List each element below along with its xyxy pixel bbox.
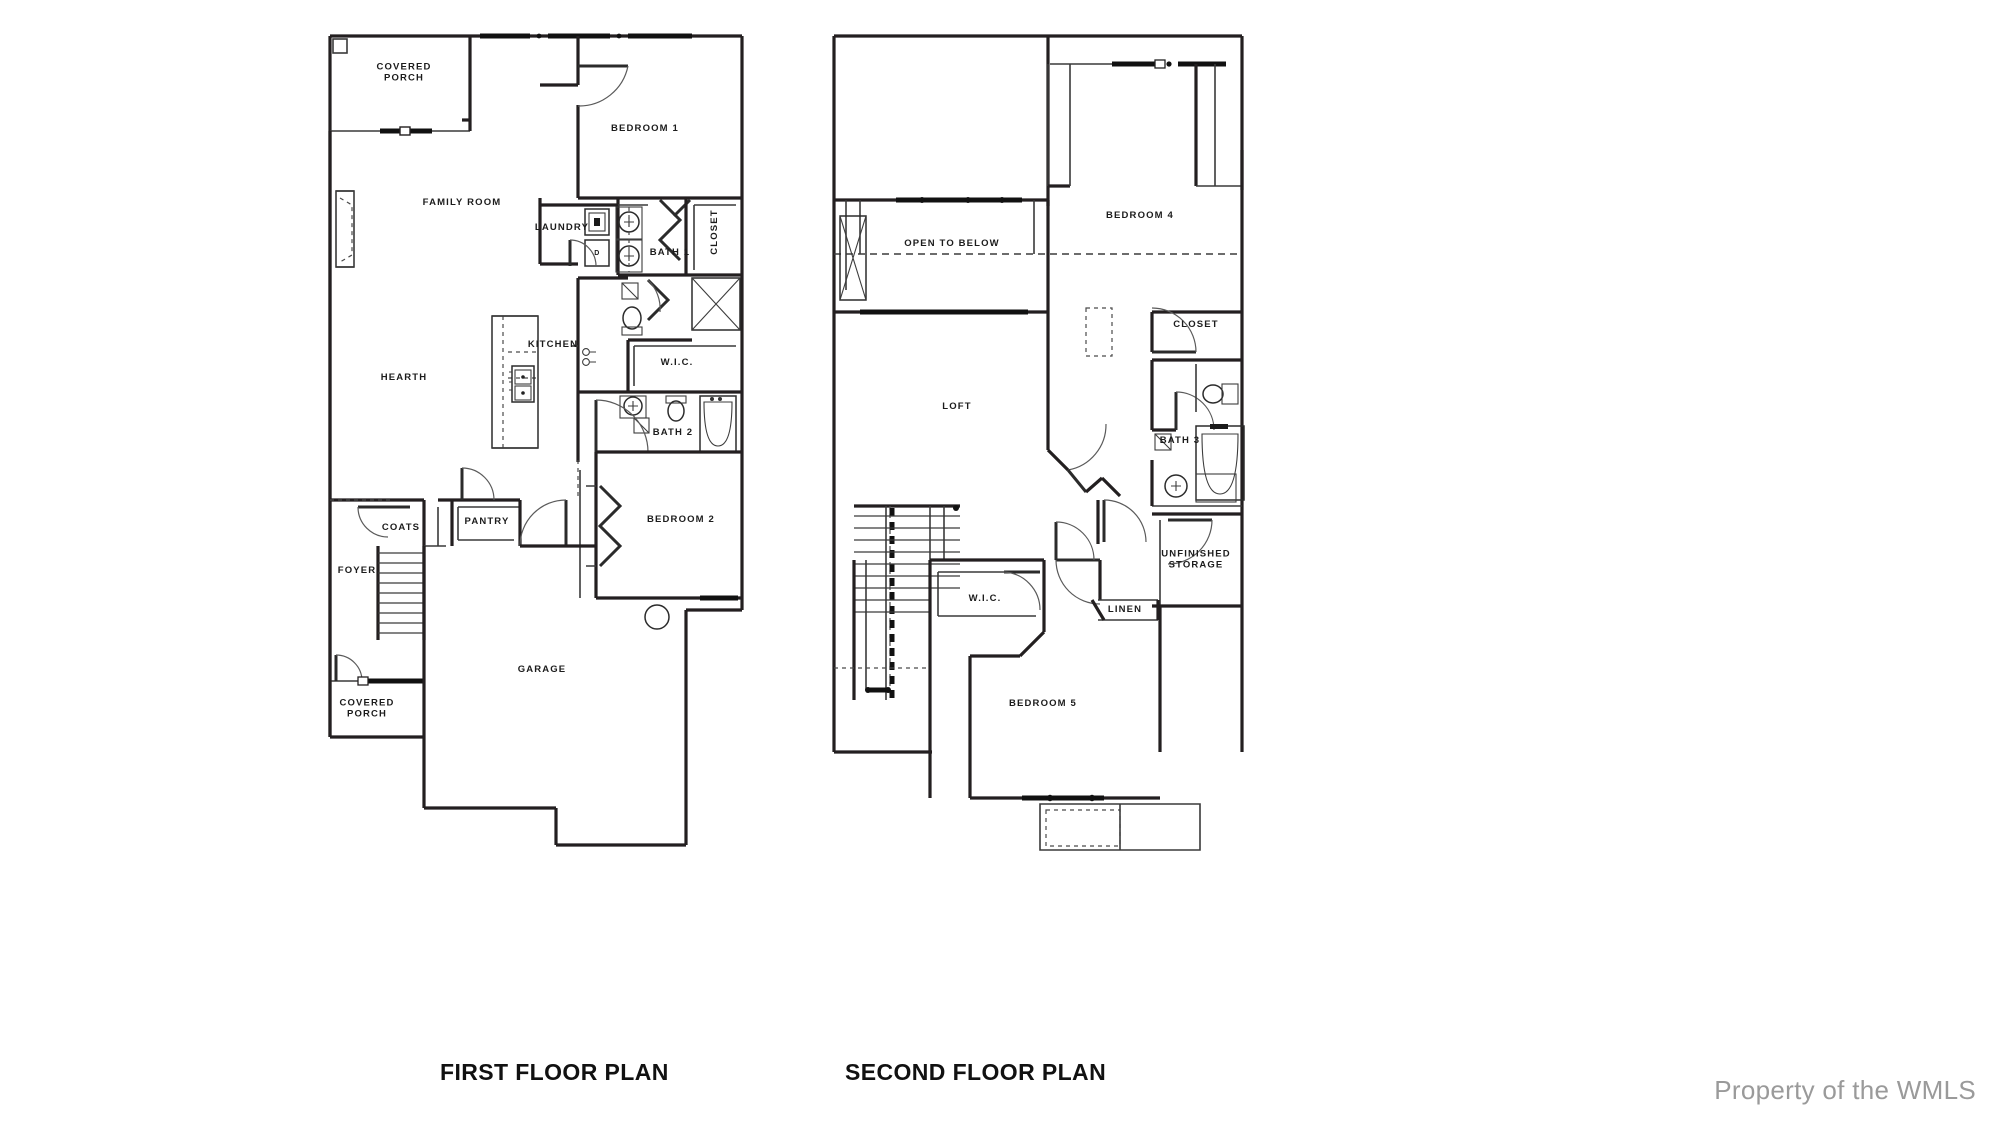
wmls-watermark: Property of the WMLS (1714, 1075, 1976, 1105)
ff-bedroom-2 (579, 452, 742, 601)
sf-wic-5 (928, 521, 1095, 798)
sf-stairs (834, 504, 960, 700)
sf-open-to-below (834, 197, 1048, 315)
ff-bath-1 (615, 198, 742, 277)
room-label-hearth: HEARTH (381, 372, 427, 383)
room-label-loft: LOFT (942, 401, 971, 412)
sf-linen (1055, 558, 1160, 621)
ff-family-hearth (328, 131, 355, 737)
room-label-bath_3: BATH 3 (1160, 435, 1201, 446)
ff-shower-1 (691, 277, 741, 331)
room-label-kitchen: KITCHEN (528, 339, 578, 350)
room-label-coats: COATS (382, 522, 420, 533)
second-floor-title: SECOND FLOOR PLAN (845, 1059, 1106, 1085)
room-label-pantry: PANTRY (465, 516, 510, 527)
first-floor-title: FIRST FLOOR PLAN (440, 1059, 669, 1085)
sf-top-windows (1050, 59, 1226, 69)
ff-bedroom-1 (540, 36, 742, 200)
svg-text:D: D (594, 250, 600, 257)
ff-laundry: D (538, 198, 618, 267)
room-label-bath_2: BATH 2 (653, 427, 694, 438)
sf-bedroom-5 (968, 656, 1201, 851)
room-label-linen: LINEN (1108, 604, 1142, 615)
sf-exterior-walls (832, 34, 1244, 754)
room-label-garage: GARAGE (518, 664, 567, 675)
ff-wic-1 (626, 340, 742, 394)
sf-closet-4 (1150, 307, 1242, 362)
room-label-bedroom_2: BEDROOM 2 (647, 514, 715, 525)
room-label-open_to_below: OPEN TO BELOW (904, 238, 1000, 249)
room-label-family_room: FAMILY ROOM (423, 197, 502, 208)
room-label-bedroom_1: BEDROOM 1 (611, 123, 679, 134)
ff-kitchen (491, 315, 596, 500)
ff-garage (422, 546, 688, 847)
room-label-bath_1: BATH 1 (650, 247, 691, 258)
ff-stair-treads (378, 552, 424, 634)
ff-rear-covered-porch (330, 36, 472, 136)
sf-bedroom-4 (834, 36, 1244, 255)
ff-bath-2 (576, 390, 742, 462)
room-label-foyer: FOYER (338, 565, 376, 576)
sf-unfinished-storage (1152, 512, 1244, 752)
second-floor-plan-geometry: SECOND FLOOR PLAN (832, 34, 1245, 1085)
sf-bath-3 (1150, 360, 1245, 507)
first-floor-plan-geometry: D (328, 33, 744, 1085)
room-label-bedroom_4: BEDROOM 4 (1106, 210, 1174, 221)
sf-loft (1046, 200, 1147, 544)
ff-toilet-1 (576, 276, 692, 342)
room-label-closet_4: CLOSET (1173, 319, 1218, 330)
room-label-bedroom_5: BEDROOM 5 (1009, 698, 1077, 709)
room-label-wic_1: W.I.C. (661, 357, 694, 368)
ff-top-windows (480, 33, 692, 39)
room-label-wic_5: W.I.C. (969, 593, 1002, 604)
room-label-closet_1: CLOSET (709, 209, 720, 254)
ff-hall-pantry-coats (330, 467, 596, 548)
room-label-laundry: LAUNDRY (535, 222, 589, 233)
ff-closet-1 (693, 204, 736, 270)
